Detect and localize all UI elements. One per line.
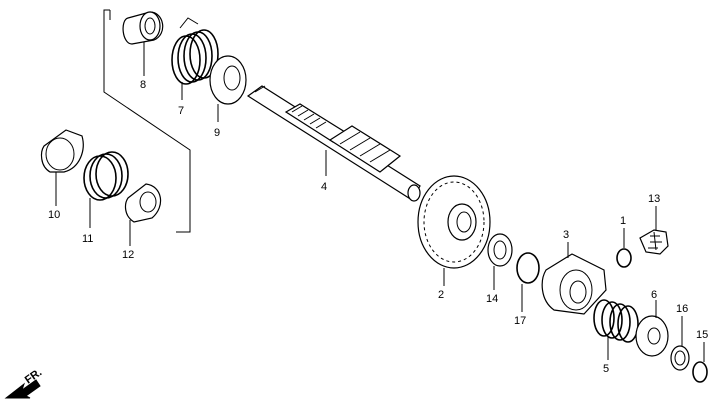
direction-label: FR.: [23, 366, 44, 386]
part-4-shaft: [246, 85, 421, 202]
part-1-ring: [616, 228, 632, 268]
callout-4: 4: [321, 181, 327, 193]
callout-labels: 1 2 3 4 5 6 7 8 9 10 11 12 13 14 15 16 1…: [48, 79, 708, 375]
callout-14: 14: [486, 293, 498, 305]
callout-6: 6: [651, 289, 657, 301]
part-14-washer: [487, 233, 513, 290]
callout-16: 16: [676, 303, 688, 315]
part-16-washer: [670, 316, 690, 371]
part-17-circlip: [516, 252, 540, 312]
callout-2: 2: [438, 289, 444, 301]
part-3-ratchet: [541, 242, 607, 315]
part-8-bushing: [122, 11, 164, 76]
part-10-collar: [40, 129, 84, 206]
shaft-spline: [291, 105, 327, 129]
part-12-collar: [124, 183, 162, 246]
callout-15: 15: [696, 329, 708, 341]
callout-13: 13: [648, 193, 660, 205]
callout-8: 8: [140, 79, 146, 91]
part-15-circlip: [692, 342, 708, 383]
callout-9: 9: [214, 127, 220, 139]
callout-7: 7: [178, 105, 184, 117]
part-13-bolt: [639, 206, 669, 255]
part-6-washer: [635, 300, 669, 357]
front-direction-indicator: FR.: [4, 366, 44, 399]
callout-11: 11: [82, 233, 93, 245]
shaft-gear-section: [339, 131, 391, 163]
callout-1: 1: [620, 215, 626, 227]
callout-12: 12: [122, 249, 134, 261]
group-bracket: [103, 9, 191, 233]
part-11-spring: [83, 151, 129, 228]
callout-3: 3: [563, 229, 569, 241]
callout-5: 5: [603, 363, 609, 375]
part-2-gear: [417, 175, 491, 286]
callout-10: 10: [48, 209, 60, 221]
callout-17: 17: [514, 315, 526, 327]
direction-arrow-icon: [4, 379, 41, 399]
part-7-spring: [171, 17, 219, 100]
part-5-spring: [593, 299, 639, 360]
part-9-washer: [209, 55, 247, 122]
